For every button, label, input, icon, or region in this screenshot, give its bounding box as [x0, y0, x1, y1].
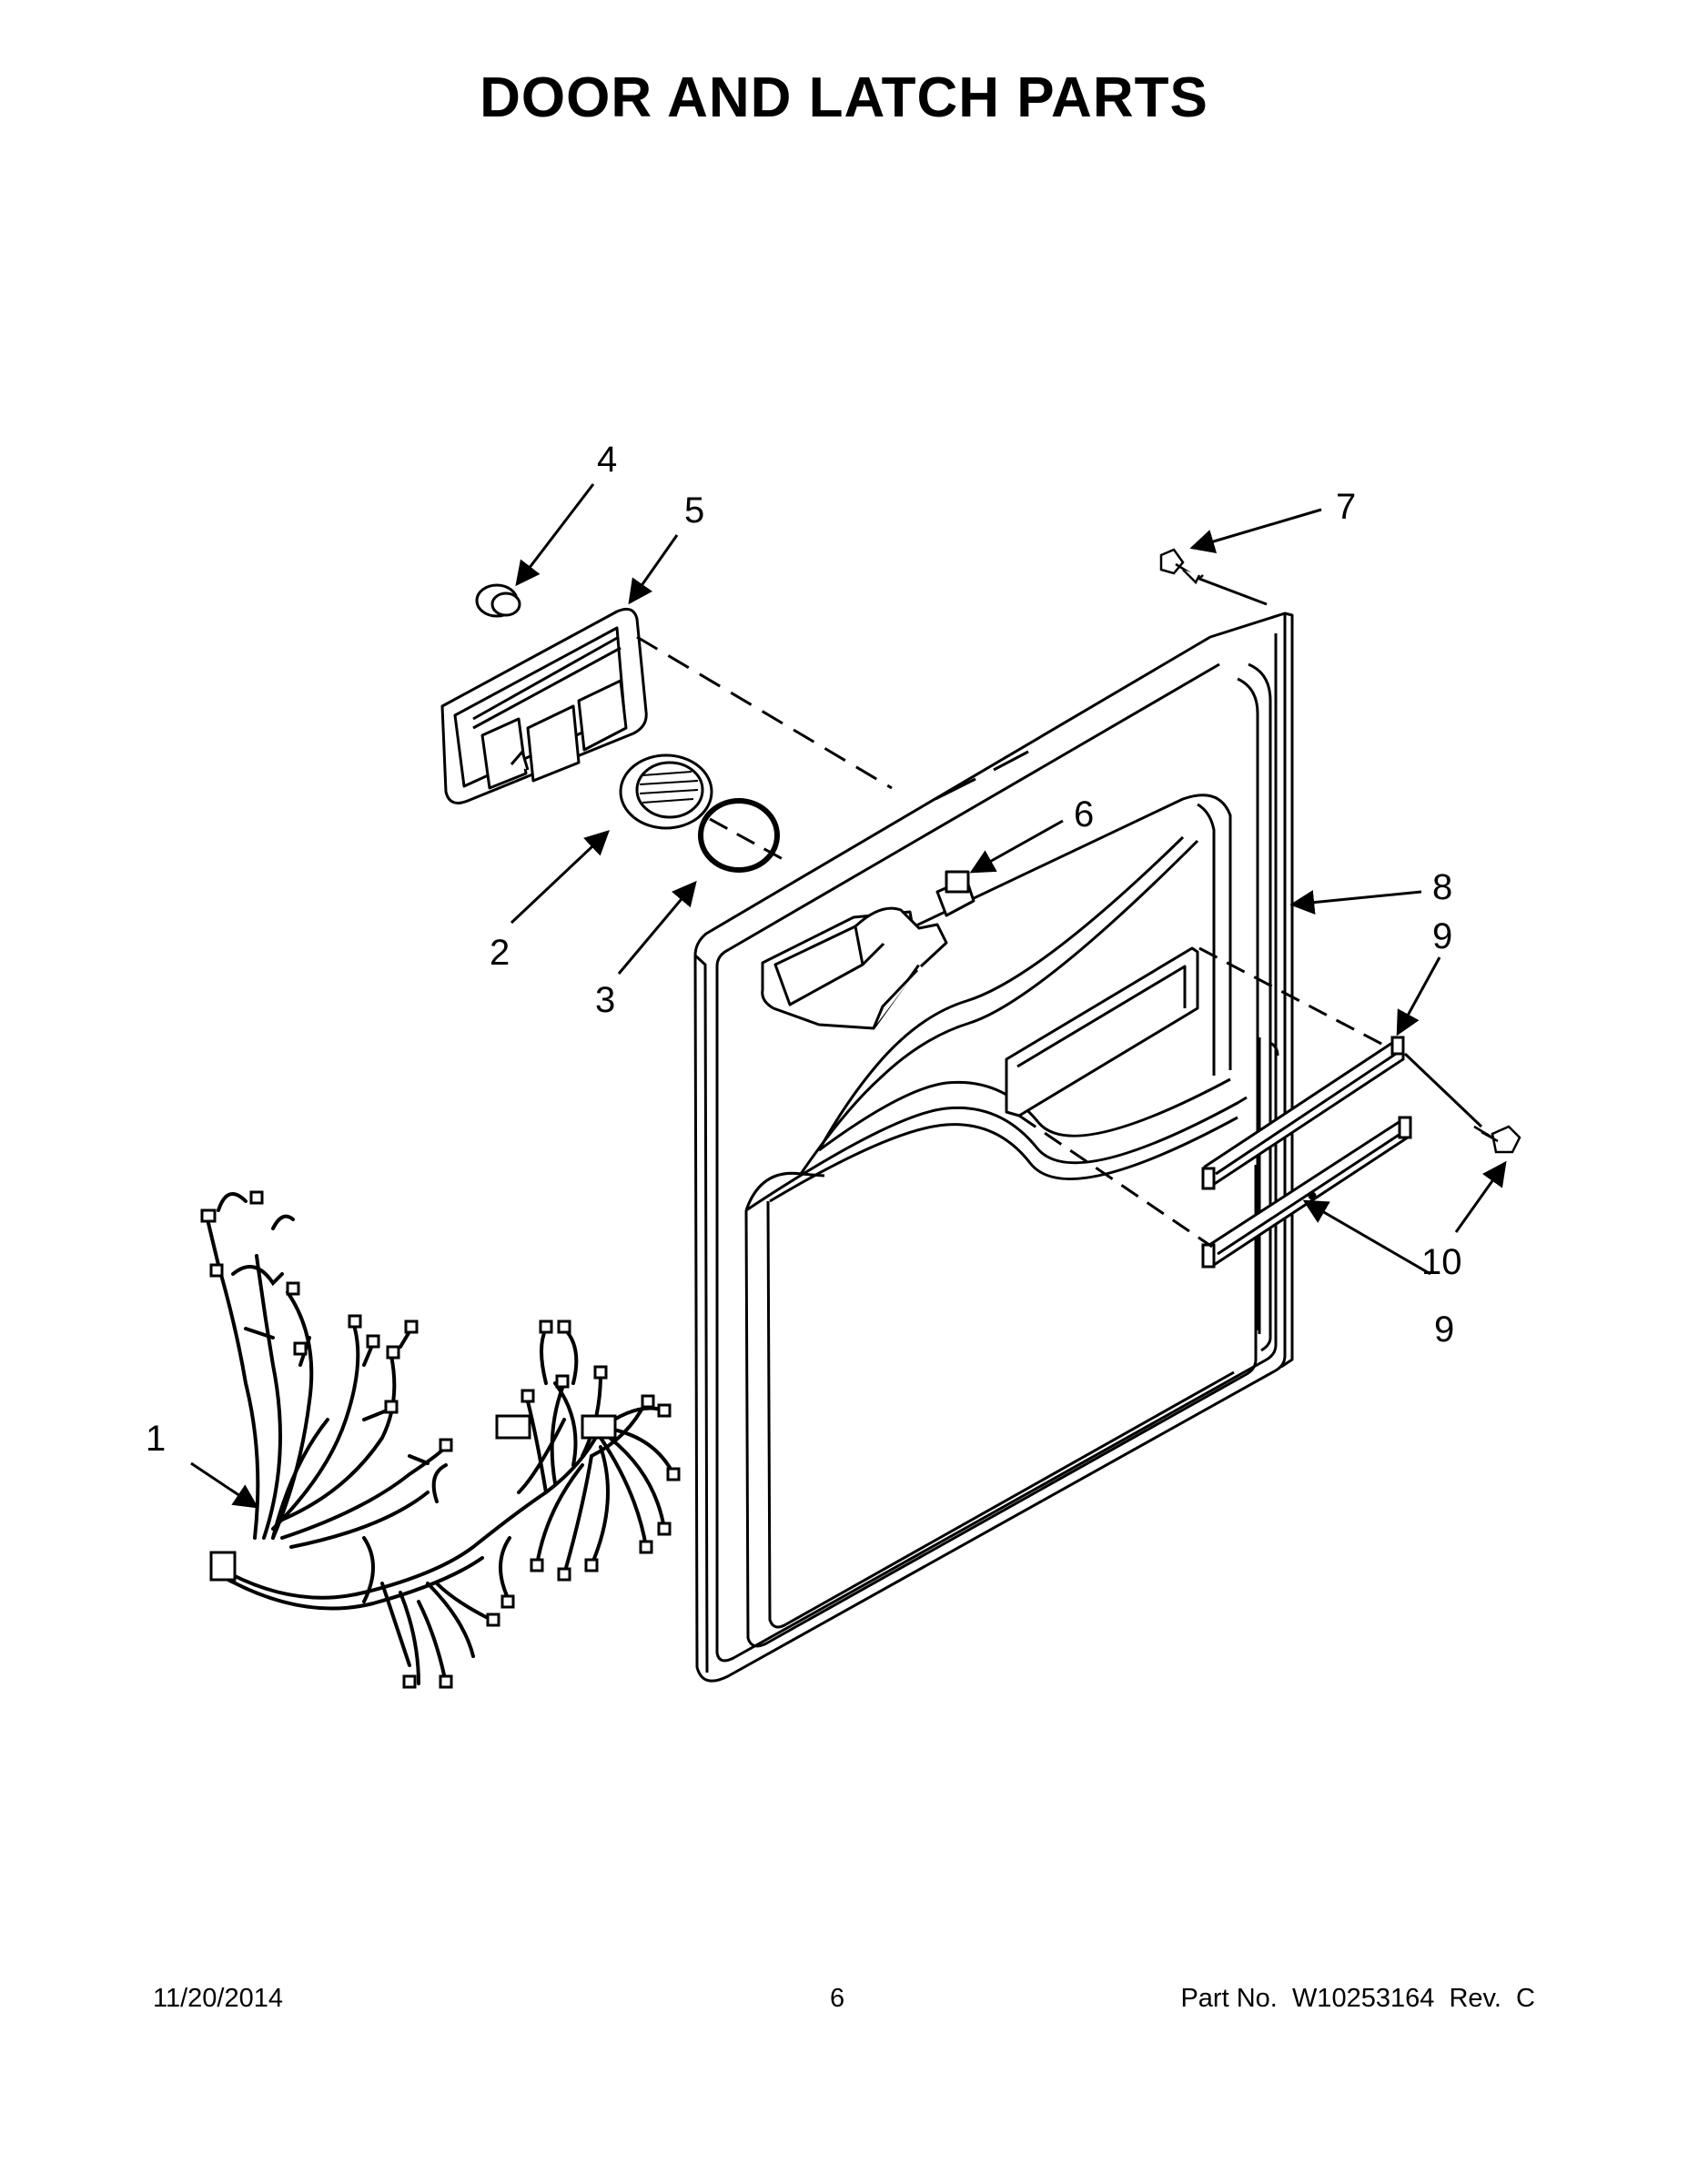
footer-date: 11/20/2014 — [153, 1984, 283, 2013]
arrow-5 — [628, 534, 679, 605]
callout-2: 2 — [490, 933, 510, 973]
harness-connectors — [200, 1190, 681, 1689]
callout-8: 8 — [1432, 867, 1452, 907]
arrow-4 — [515, 483, 595, 587]
screw-top — [1159, 548, 1204, 585]
control-module — [440, 607, 648, 804]
arrow-9b — [1302, 1199, 1431, 1276]
callout-9-lower: 9 — [1434, 1309, 1454, 1350]
callout-1: 1 — [146, 1419, 166, 1459]
callout-arrows — [190, 483, 1507, 1509]
inner-door-panel — [693, 612, 1294, 1683]
arrow-3 — [617, 880, 697, 975]
footer-part-number: Part No. W10253164 Rev. C — [1180, 1984, 1535, 2013]
page-title: DOOR AND LATCH PARTS — [480, 66, 1208, 129]
callout-5: 5 — [684, 490, 704, 531]
latch-bracket-upper — [1201, 1036, 1405, 1190]
footer-page-number: 6 — [830, 1984, 845, 2013]
knob — [475, 583, 521, 618]
callout-3: 3 — [595, 980, 615, 1020]
callout-7: 7 — [1336, 487, 1356, 527]
arrow-7 — [1189, 508, 1322, 554]
arrow-2 — [510, 830, 610, 925]
arrow-9a — [1396, 956, 1441, 1036]
callout-labels: 1 2 3 4 5 6 7 8 9 9 10 — [146, 440, 1462, 1459]
arrow-6 — [969, 819, 1064, 874]
assembly-lines — [636, 577, 1483, 1249]
vent-gasket — [698, 798, 780, 873]
callout-6: 6 — [1074, 794, 1094, 834]
vent — [619, 753, 713, 830]
screw-latch — [1473, 1125, 1521, 1154]
callout-9-upper: 9 — [1432, 916, 1452, 956]
arrow-10 — [1454, 1160, 1507, 1233]
detergent-dispenser — [761, 870, 975, 1030]
arrow-8 — [1289, 890, 1422, 915]
arrow-1 — [190, 1461, 259, 1509]
callout-10: 10 — [1421, 1242, 1462, 1282]
callout-4: 4 — [597, 440, 617, 480]
latch-bracket-lower — [1201, 1116, 1412, 1269]
wire-harness — [206, 1192, 675, 1685]
